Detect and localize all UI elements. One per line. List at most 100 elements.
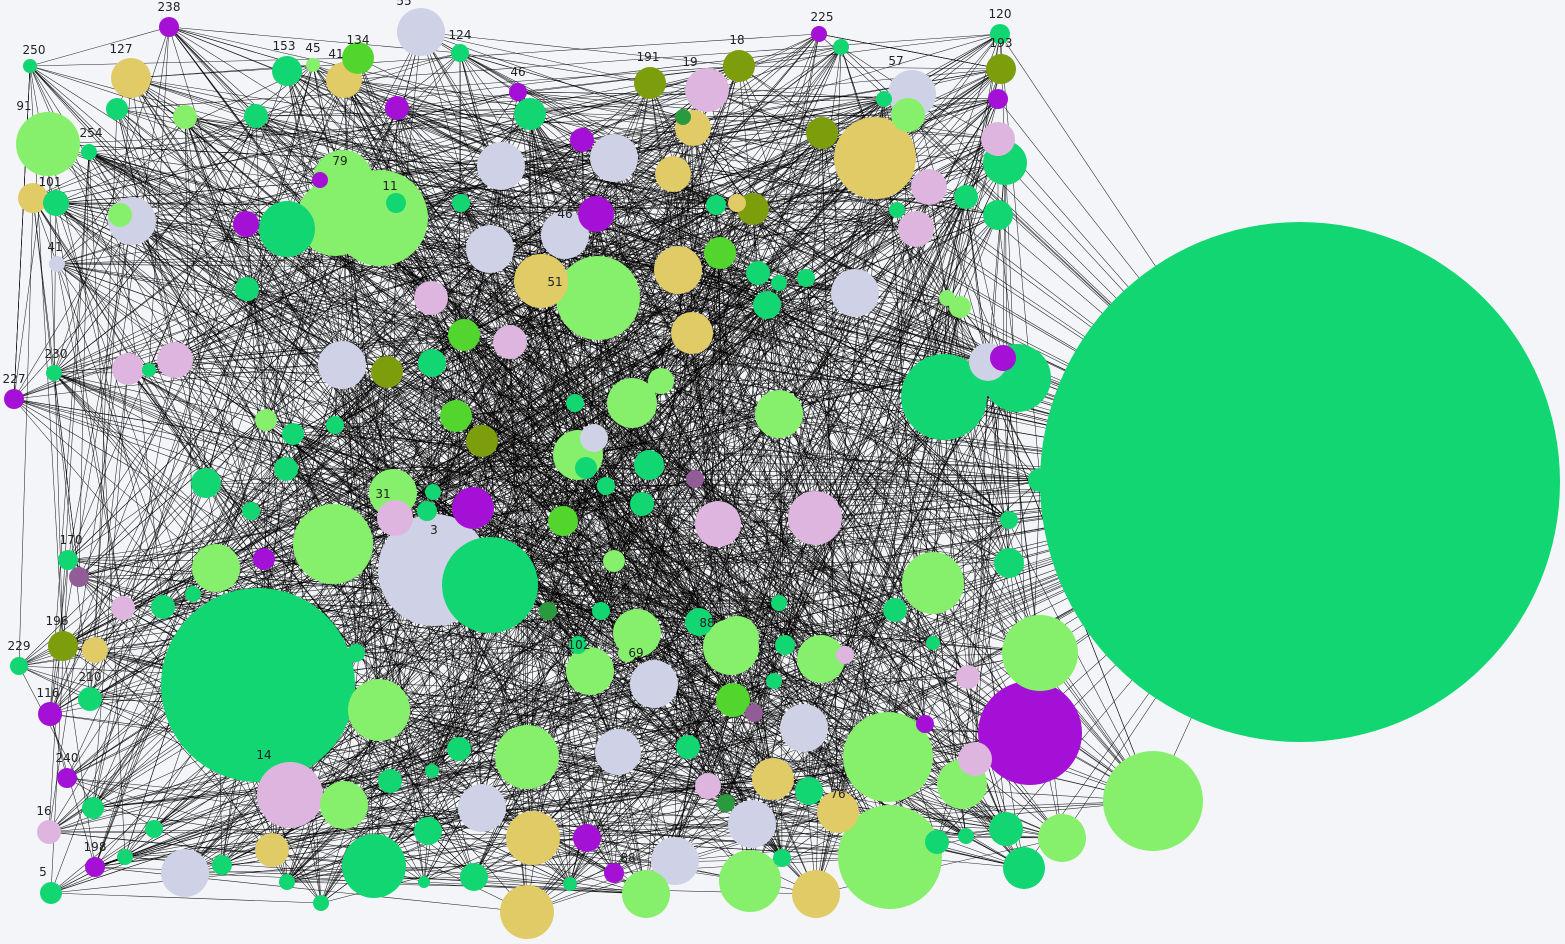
graph-node[interactable] <box>306 58 320 72</box>
graph-node[interactable] <box>595 729 641 775</box>
graph-node[interactable] <box>978 681 1082 785</box>
graph-node[interactable] <box>981 122 1015 156</box>
graph-node[interactable] <box>4 389 24 409</box>
graph-node[interactable] <box>173 105 197 129</box>
graph-node[interactable] <box>771 275 787 291</box>
graph-node[interactable] <box>185 586 201 602</box>
graph-node[interactable] <box>348 679 410 741</box>
graph-node[interactable] <box>500 885 554 939</box>
graph-node[interactable] <box>397 8 445 56</box>
graph-node[interactable] <box>342 42 374 74</box>
graph-node[interactable] <box>466 225 514 273</box>
graph-node[interactable] <box>493 325 527 359</box>
graph-node[interactable] <box>746 261 770 285</box>
graph-node[interactable] <box>425 764 439 778</box>
graph-node[interactable] <box>151 595 175 619</box>
graph-node[interactable] <box>192 544 240 592</box>
graph-node[interactable] <box>514 254 568 308</box>
graph-node[interactable] <box>117 849 133 865</box>
graph-node[interactable] <box>418 876 430 888</box>
graph-node[interactable] <box>954 185 978 209</box>
graph-node[interactable] <box>111 58 151 98</box>
graph-node[interactable] <box>257 762 323 828</box>
graph-node[interactable] <box>569 636 587 654</box>
graph-node[interactable] <box>990 345 1016 371</box>
graph-node[interactable] <box>771 595 787 611</box>
graph-node[interactable] <box>253 548 275 570</box>
graph-node[interactable] <box>414 817 442 845</box>
graph-node[interactable] <box>318 341 366 389</box>
graph-node[interactable] <box>452 487 494 529</box>
graph-node[interactable] <box>82 797 104 819</box>
graph-node[interactable] <box>806 117 838 149</box>
graph-node[interactable] <box>448 319 480 351</box>
graph-node[interactable] <box>142 363 156 377</box>
graph-node[interactable] <box>766 673 782 689</box>
graph-node[interactable] <box>466 425 498 457</box>
graph-node[interactable] <box>566 647 614 695</box>
graph-node[interactable] <box>57 768 77 788</box>
graph-node[interactable] <box>622 870 670 918</box>
graph-node[interactable] <box>592 602 610 620</box>
graph-node[interactable] <box>671 312 713 354</box>
graph-node[interactable] <box>255 833 289 867</box>
graph-node[interactable] <box>414 281 448 315</box>
graph-node[interactable] <box>939 290 955 306</box>
graph-node[interactable] <box>451 44 469 62</box>
graph-node[interactable] <box>191 468 221 498</box>
graph-node[interactable] <box>843 712 933 802</box>
graph-node[interactable] <box>233 211 259 237</box>
graph-node[interactable] <box>891 98 925 132</box>
graph-node[interactable] <box>898 211 934 247</box>
graph-node[interactable] <box>460 863 488 891</box>
graph-node[interactable] <box>634 450 664 480</box>
graph-node[interactable] <box>106 98 128 120</box>
graph-node[interactable] <box>876 91 892 107</box>
graph-node[interactable] <box>958 742 992 776</box>
graph-node[interactable] <box>539 602 557 620</box>
graph-node[interactable] <box>320 781 368 829</box>
graph-node[interactable] <box>607 378 657 428</box>
graph-node[interactable] <box>723 50 755 82</box>
graph-node[interactable] <box>695 501 741 547</box>
graph-node[interactable] <box>255 409 277 431</box>
graph-node[interactable] <box>728 194 746 212</box>
graph-node[interactable] <box>313 895 329 911</box>
graph-node[interactable] <box>715 616 759 660</box>
graph-node[interactable] <box>836 646 854 664</box>
graph-node[interactable] <box>16 112 80 176</box>
graph-node[interactable] <box>342 834 406 898</box>
graph-node[interactable] <box>949 296 971 318</box>
graph-node[interactable] <box>563 877 577 891</box>
graph-node[interactable] <box>385 96 409 120</box>
graph-node[interactable] <box>916 715 934 733</box>
graph-node[interactable] <box>18 183 48 213</box>
graph-node[interactable] <box>58 550 78 570</box>
graph-node[interactable] <box>795 777 823 805</box>
graph-node[interactable] <box>312 172 328 188</box>
graph-node[interactable] <box>753 291 781 319</box>
graph-node[interactable] <box>1002 615 1078 691</box>
graph-node[interactable] <box>994 548 1024 578</box>
graph-node[interactable] <box>43 190 69 216</box>
graph-node[interactable] <box>440 400 472 432</box>
graph-node[interactable] <box>716 683 750 717</box>
graph-node[interactable] <box>780 704 828 752</box>
graph-node[interactable] <box>371 356 403 388</box>
graph-node[interactable] <box>1003 847 1045 889</box>
graph-node[interactable] <box>676 735 700 759</box>
graph-node[interactable] <box>235 277 259 301</box>
graph-node[interactable] <box>10 657 28 675</box>
graph-node[interactable] <box>244 104 268 128</box>
graph-node[interactable] <box>603 550 625 572</box>
graph-node[interactable] <box>495 725 559 789</box>
graph-node[interactable] <box>442 537 538 633</box>
graph-node[interactable] <box>85 857 105 877</box>
graph-node[interactable] <box>956 665 980 689</box>
graph-node[interactable] <box>108 203 132 227</box>
graph-node[interactable] <box>775 635 795 655</box>
graph-node[interactable] <box>831 269 879 317</box>
graph-node[interactable] <box>901 354 987 440</box>
graph-node[interactable] <box>580 424 608 452</box>
graph-node[interactable] <box>279 874 295 890</box>
